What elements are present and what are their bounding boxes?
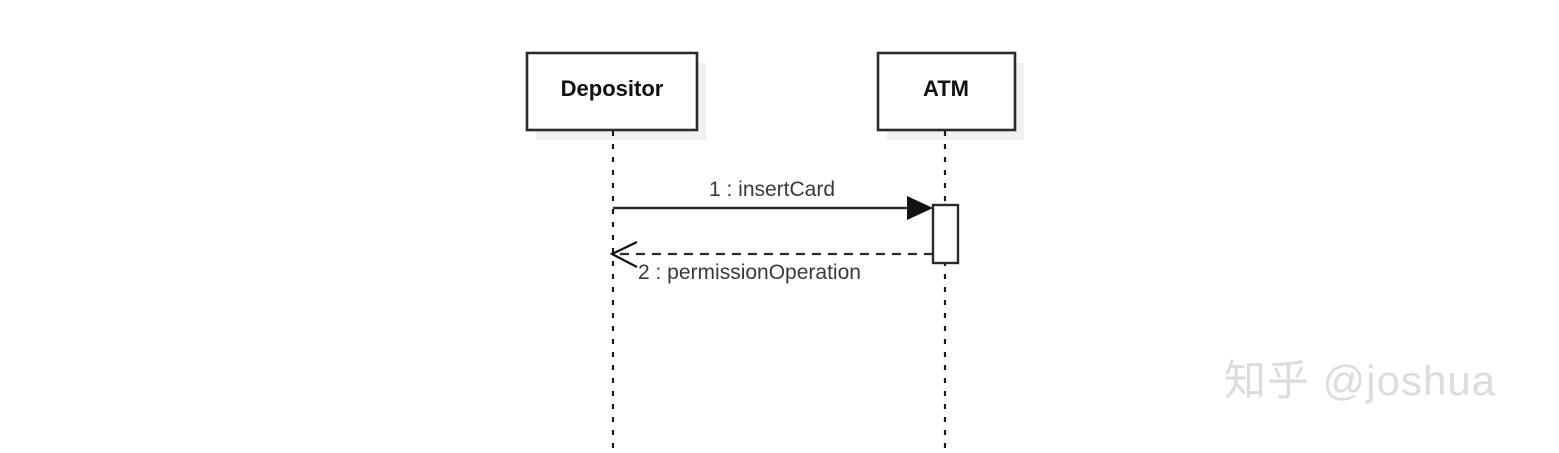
message-1-arrowhead-icon xyxy=(907,196,933,220)
message-2-arrowhead-icon xyxy=(609,241,638,268)
depositor-label: Depositor xyxy=(561,76,664,101)
watermark-text: 知乎 @joshua xyxy=(1224,357,1496,404)
atm-box[interactable] xyxy=(876,51,1017,132)
message-2-permission-operation[interactable]: 2 : permissionOperation xyxy=(609,241,933,284)
message-2-label: 2 : permissionOperation xyxy=(638,261,861,284)
depositor-box[interactable] xyxy=(525,51,699,132)
message-1-insert-card[interactable]: 1 : insertCard xyxy=(613,178,933,220)
atm-activation-bar[interactable] xyxy=(931,203,960,265)
participant-atm[interactable]: ATM xyxy=(876,51,1024,453)
atm-label: ATM xyxy=(923,76,969,101)
message-1-label: 1 : insertCard xyxy=(709,178,835,201)
participant-depositor[interactable]: Depositor xyxy=(525,51,706,453)
